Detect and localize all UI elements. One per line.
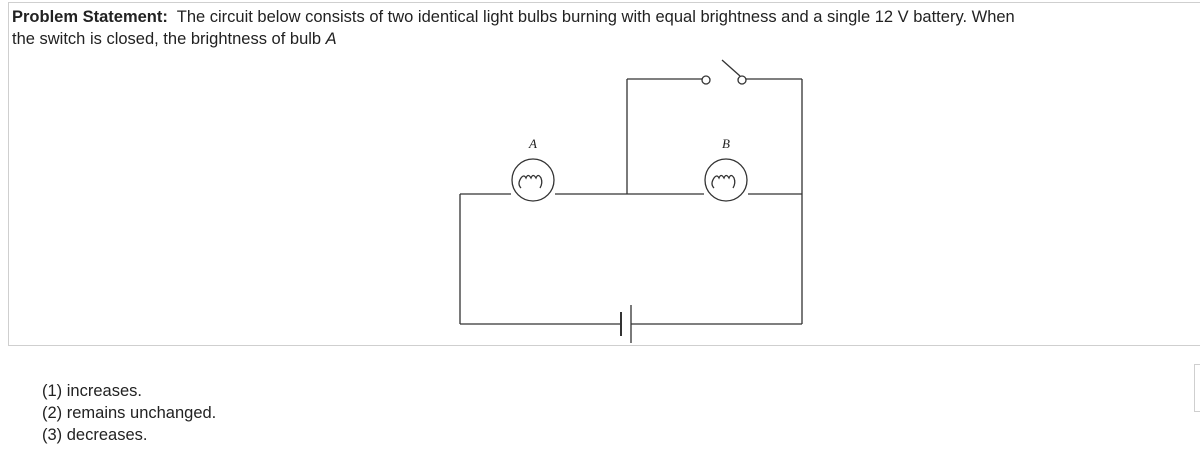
problem-statement: Problem Statement: The circuit below con…: [12, 6, 1200, 50]
option-1: (1) increases.: [42, 382, 142, 400]
battery-icon: [620, 305, 632, 343]
wires: [459, 78, 803, 325]
problem-line2-bulb: A: [325, 30, 337, 48]
option-3: (3) decreases.: [42, 426, 148, 444]
switch: [701, 59, 747, 85]
bulb-a-label: A: [528, 136, 537, 151]
problem-label: Problem Statement:: [12, 8, 168, 26]
bulb-b-label: B: [722, 136, 730, 151]
problem-line1: The circuit below consists of two identi…: [176, 8, 1015, 26]
problem-box: [8, 2, 1200, 346]
bulb-a-icon: [511, 158, 555, 202]
problem-line2: the switch is closed, the brightness of …: [12, 30, 326, 48]
bulb-b-icon: [704, 158, 748, 202]
answer-options: (1) increases. (2) remains unchanged. (3…: [42, 380, 216, 446]
right-edge-panel: [1194, 364, 1200, 412]
option-2: (2) remains unchanged.: [42, 404, 217, 422]
